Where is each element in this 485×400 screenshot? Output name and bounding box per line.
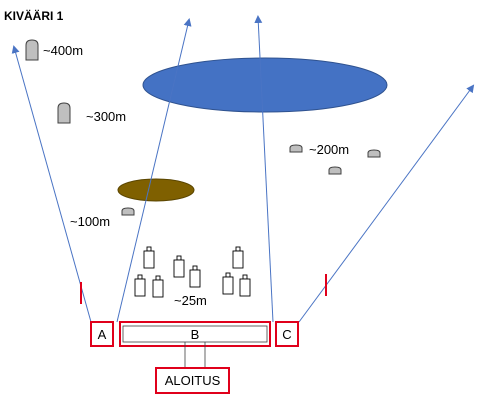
distance-label-200: ~200m <box>309 142 349 157</box>
station-a-label: A <box>98 327 107 342</box>
station-c-label: C <box>282 327 291 342</box>
paper-targets-25m <box>134 246 251 298</box>
paper-target-icon <box>143 246 155 269</box>
arrow-line-icon <box>254 15 274 323</box>
station-b-label: B <box>191 327 200 342</box>
start-label: ALOITUS <box>165 373 221 388</box>
diagram-title: KIVÄÄRI 1 <box>4 8 64 23</box>
paper-target-icon <box>173 255 185 278</box>
station-c-box[interactable] <box>275 321 299 347</box>
arrow-line-icon <box>298 84 475 323</box>
distance-label-400: ~400m <box>43 43 83 58</box>
shooting-lanes <box>11 15 475 323</box>
paper-target-icon <box>134 274 146 297</box>
arrow-line-icon <box>116 18 192 323</box>
distance-label-300: ~300m <box>86 109 126 124</box>
tombstone-target-icon <box>25 39 39 61</box>
paper-target-icon <box>222 272 234 295</box>
mud-pit-icon <box>117 178 195 202</box>
paper-target-icon <box>152 275 164 298</box>
tombstone-target-icon <box>121 207 135 216</box>
distance-label-25: ~25m <box>174 293 207 308</box>
arrow-line-icon <box>11 45 92 323</box>
tombstone-target-icon <box>367 149 381 158</box>
tombstone-target-icon <box>289 144 303 153</box>
water-pond-icon <box>142 57 388 113</box>
firing-line: A B C <box>90 321 299 347</box>
distance-label-100: ~100m <box>70 214 110 229</box>
paper-target-icon <box>189 265 201 288</box>
station-a-box[interactable] <box>90 321 114 347</box>
start-box[interactable] <box>155 367 230 394</box>
paper-target-icon <box>239 274 251 297</box>
paper-target-icon <box>232 246 244 269</box>
firing-bench <box>122 325 268 343</box>
tombstone-target-icon <box>328 166 342 175</box>
tombstone-target-icon <box>57 102 71 124</box>
